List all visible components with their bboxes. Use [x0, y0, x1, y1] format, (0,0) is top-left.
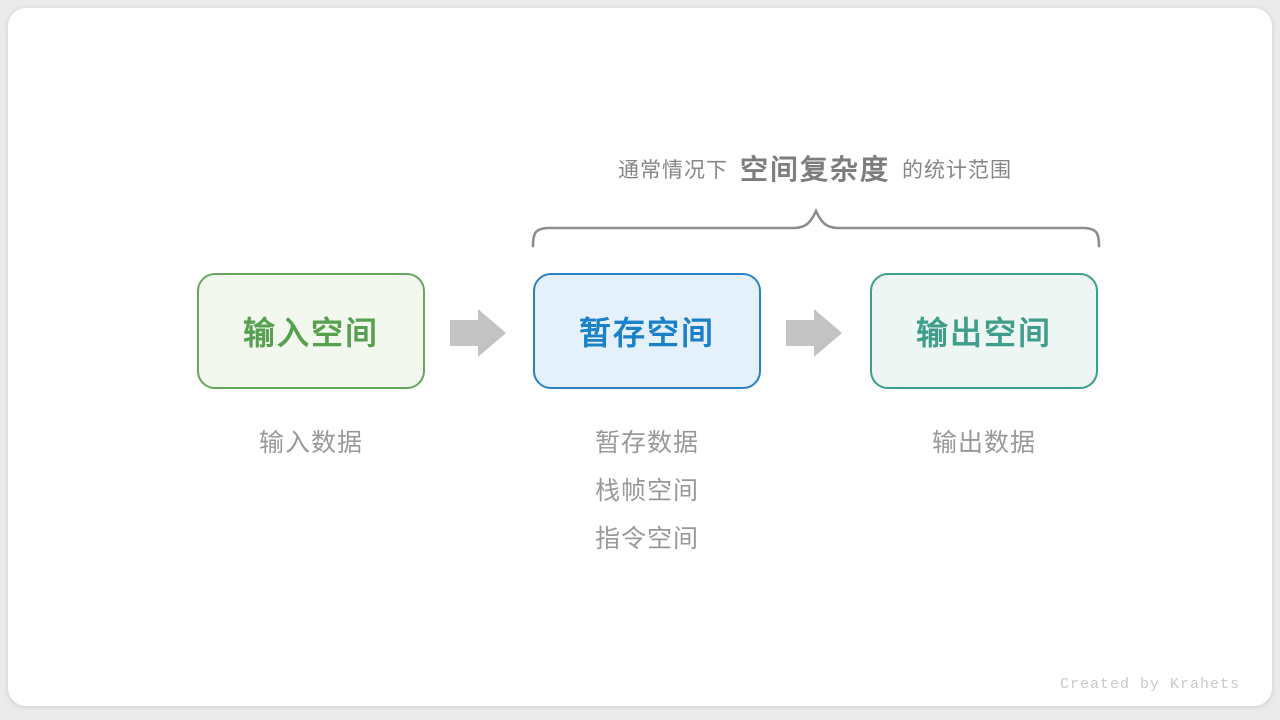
curly-brace-icon	[531, 208, 1101, 248]
caption-prefix: 通常情况下	[617, 159, 728, 182]
input-space-notes: 输入数据	[197, 419, 425, 467]
caption-suffix: 的统计范围	[902, 159, 1012, 182]
diagram-card: 通常情况下空间复杂度的统计范围 输入空间 暂存空间 输出空间 输入数据 暂存数据…	[8, 8, 1272, 706]
credit-text: Created by Krahets	[1059, 676, 1240, 693]
input-space-label: 输入空间	[242, 315, 379, 351]
caption-emphasis: 空间复杂度	[739, 154, 890, 185]
output-space-notes: 输出数据	[870, 419, 1098, 467]
temporary-space-box: 暂存空间	[533, 273, 761, 389]
right-arrow-icon	[450, 309, 506, 357]
output-space-label: 输出空间	[915, 315, 1052, 351]
right-arrow-icon	[786, 309, 842, 357]
note-item: 输入数据	[258, 429, 363, 457]
note-item: 指令空间	[594, 525, 699, 553]
note-item: 输出数据	[931, 429, 1036, 457]
temporary-space-label: 暂存空间	[578, 315, 715, 351]
output-space-box: 输出空间	[870, 273, 1098, 389]
note-item: 暂存数据	[594, 429, 699, 457]
temporary-space-notes: 暂存数据 栈帧空间 指令空间	[533, 419, 761, 563]
input-space-box: 输入空间	[197, 273, 425, 389]
caption: 通常情况下空间复杂度的统计范围	[505, 148, 1125, 188]
note-item: 栈帧空间	[594, 477, 699, 505]
